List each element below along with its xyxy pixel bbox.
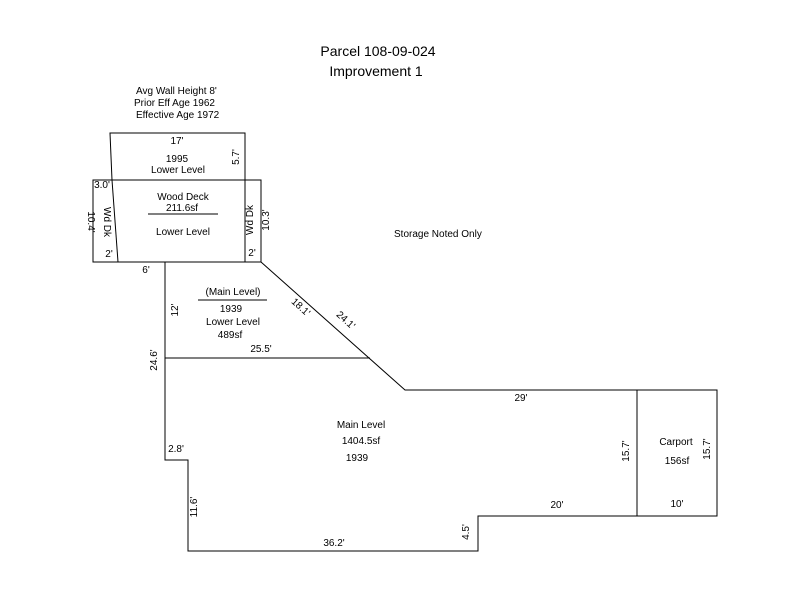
dim-bottom-36: 36.2' <box>323 538 345 549</box>
wood-deck-sub-label: Lower Level <box>156 227 210 238</box>
dim-deck-left-bottom: 2' <box>105 249 113 260</box>
parcel-title: Parcel 108-09-024 <box>320 43 436 59</box>
wd-dk-left-divider <box>111 179 119 263</box>
dim-notch-4-5: 4.5' <box>461 524 472 540</box>
upper-year-label: 1995 <box>165 154 189 165</box>
dim-deck-left-side: 10.4' <box>85 211 96 233</box>
main-level-year: 1939 <box>345 453 369 464</box>
wd-dk-left-label: Wd Dk <box>101 207 112 237</box>
main-level-name: Main Level <box>336 420 386 431</box>
improvement-title: Improvement 1 <box>329 63 423 79</box>
dim-deck-left-top: 3.0' <box>94 180 110 191</box>
dim-top-right: 5.7' <box>231 149 242 165</box>
dim-bottom-20: 20' <box>550 500 564 511</box>
carport-area: 156sf <box>664 456 690 467</box>
effective-age-note: Effective Age 1972 <box>136 110 220 121</box>
main-lower-name: Lower Level <box>206 317 260 328</box>
upper-name-label: Lower Level <box>151 165 205 176</box>
main-lower-area: 489sf <box>217 330 243 341</box>
dim-carport-bottom: 10' <box>670 499 684 510</box>
main-lower-year: 1939 <box>219 304 243 315</box>
dim-width-25: 25.5' <box>250 344 272 355</box>
wall-height-note: Avg Wall Height 8' <box>136 86 217 97</box>
dim-top-width: 17' <box>170 136 184 147</box>
wd-dk-right-label: Wd Dk <box>245 205 256 235</box>
main-level-outline <box>164 261 718 552</box>
prior-eff-age-note: Prior Eff Age 1962 <box>134 98 215 109</box>
carport-name: Carport <box>659 437 693 448</box>
dim-left-12: 12' <box>170 303 181 317</box>
dim-main-top-29: 29' <box>514 393 528 404</box>
storage-note: Storage Noted Only <box>394 229 482 240</box>
dim-left-11-6: 11.6' <box>189 496 200 518</box>
wood-deck-area: 211.6sf <box>165 203 199 214</box>
dim-left-24: 24.6' <box>149 349 160 371</box>
wood-deck-label: Wood Deck <box>157 192 209 203</box>
dim-carport-right: 15.7' <box>702 438 713 460</box>
main-level-area: 1404.5sf <box>341 436 381 447</box>
dim-carport-left: 15.7' <box>621 440 632 462</box>
dim-deck-right-side: 10.3' <box>261 209 272 231</box>
dim-left-2-8: 2.8' <box>168 444 184 455</box>
dim-step-6: 6' <box>142 265 150 276</box>
main-lower-level-tag: (Main Level) <box>205 287 261 298</box>
dim-deck-right-bottom: 2' <box>248 248 256 259</box>
